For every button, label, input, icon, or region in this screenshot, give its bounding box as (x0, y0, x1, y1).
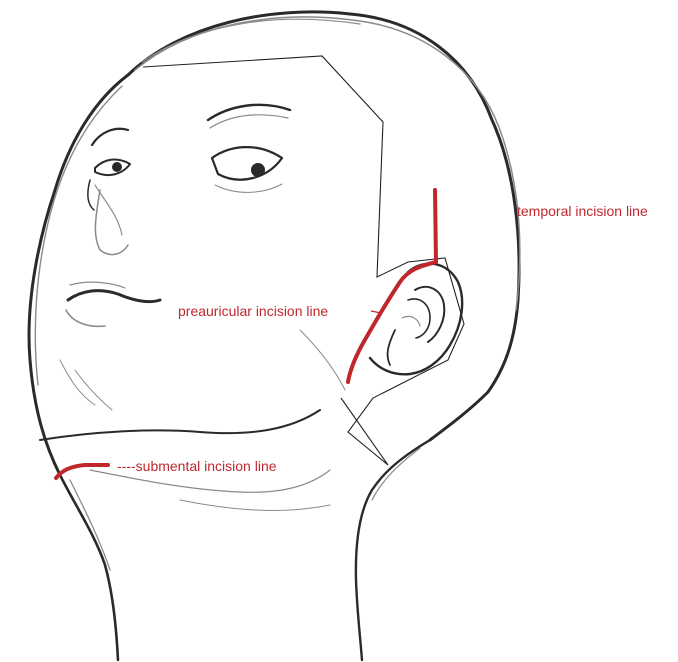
temporal-incision-line (435, 190, 436, 262)
nose (88, 180, 128, 255)
ear (370, 264, 462, 375)
submental-label-text: submental incision line (136, 458, 277, 474)
submental-label: ----submental incision line (117, 458, 277, 474)
preauricular-incision-line (348, 262, 436, 382)
right-eye (208, 105, 290, 193)
left-eye (92, 129, 130, 175)
neck-outline (40, 410, 430, 660)
cheek-shading (60, 330, 345, 410)
temporal-label: temporal incision line (517, 203, 648, 219)
submental-label-prefix: ---- (117, 458, 136, 474)
skull-outline (128, 12, 520, 440)
flap-outline (143, 56, 464, 465)
face-outline (29, 75, 128, 475)
preauricular-label: preauricular incision line (178, 303, 328, 319)
mouth (66, 282, 160, 326)
